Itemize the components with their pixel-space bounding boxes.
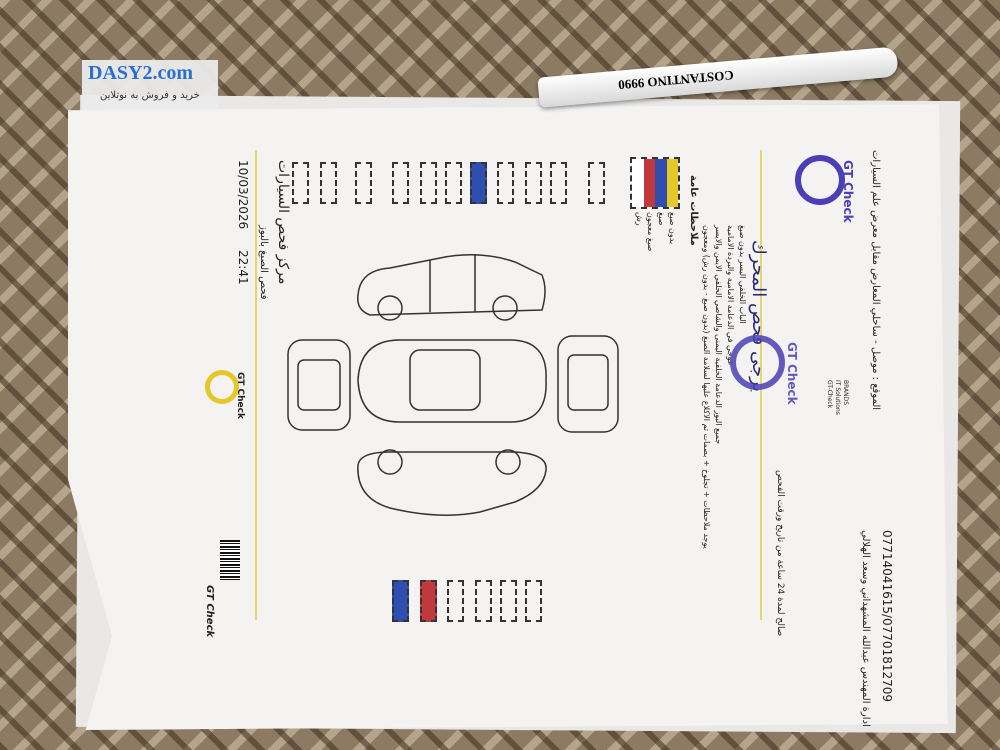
panel-box xyxy=(497,162,514,204)
stamp-top: GT Check xyxy=(795,150,855,223)
legend-swatch xyxy=(655,159,667,207)
management: ادارة المهندس عبدالله المشهداني وسعد اله… xyxy=(860,530,871,727)
panel-box xyxy=(320,162,337,204)
panel-box xyxy=(392,580,409,622)
panel-box xyxy=(420,162,437,204)
car-front-view xyxy=(287,339,351,431)
legend-label: رش xyxy=(635,212,644,226)
color-legend xyxy=(630,157,680,209)
gt-check-logo: GT Check xyxy=(205,370,249,419)
car-diagrams xyxy=(287,254,619,516)
panel-box xyxy=(550,162,567,204)
panel-box xyxy=(292,162,309,204)
car-top-view xyxy=(357,339,547,423)
panel-box xyxy=(447,580,464,622)
note-line: جميع البوز الدعامة الخلفية اليمنى والشاص… xyxy=(714,225,723,445)
note-line: الباب الخلفي اليسر بدون صبغ xyxy=(738,225,747,324)
brand-line: BRANDS xyxy=(842,380,849,406)
stamp-text: GT Check xyxy=(841,160,855,223)
doc-title: مركز فحص السيارات xyxy=(275,160,291,285)
watermark-brand: DASY2.com xyxy=(88,62,193,84)
doc-subtitle: فحص الصبغ بالبوز xyxy=(258,225,269,300)
validity-note: صالح لمدة 24 ساعة من تاريخ ورقت الفحص xyxy=(775,470,785,637)
legend-swatch xyxy=(643,159,655,207)
legend-label: صبغ معجون xyxy=(646,212,655,252)
watermark: DASY2.com خرید و فروش به نوتلاین xyxy=(82,60,218,110)
panel-box xyxy=(420,580,437,622)
doc-time: 22:41 xyxy=(236,250,250,285)
car-rear-view xyxy=(557,335,619,433)
panel-box xyxy=(525,580,542,622)
legend-label: بدون صبغ xyxy=(668,212,677,245)
panel-box xyxy=(392,162,409,204)
panel-box xyxy=(525,162,542,204)
car-side-view-top xyxy=(357,254,546,321)
panel-box xyxy=(355,162,372,204)
location: الموقع : موصل - ساحلي المعارض مقابل معرض… xyxy=(870,150,881,411)
brand-line: IT Solutions xyxy=(834,380,841,415)
divider-left xyxy=(255,150,257,620)
doc-date: 10/03/2026 xyxy=(236,160,250,230)
stamp-middle: GT Check xyxy=(725,330,805,405)
legend-label: صبغ xyxy=(657,212,666,226)
barcode xyxy=(220,540,240,580)
notes-title: ملاحظات عامة xyxy=(688,175,699,246)
note-line: يوجد ملاحظات + تجلوخ + بصمات تم الاكلاع … xyxy=(702,225,711,549)
pen-label: COSTANTINO 9990 xyxy=(617,67,735,93)
inspection-sheet xyxy=(68,104,948,730)
phone-numbers: 07714041615/07701812709 xyxy=(880,530,894,703)
panel-box xyxy=(475,580,492,622)
legend-swatch xyxy=(632,159,644,207)
panel-box xyxy=(500,580,517,622)
brand-line: GT-Check xyxy=(826,380,833,409)
legend-swatch xyxy=(666,159,678,207)
logo-text: GT Check xyxy=(235,372,245,419)
watermark-tagline: خرید و فروش به نوتلاین xyxy=(100,90,200,101)
panel-box xyxy=(588,162,605,204)
note-line: عوجي في الدعامة الامامية والبردة الامامي… xyxy=(726,225,735,366)
barcode-label: GT Check xyxy=(204,585,215,638)
panel-box xyxy=(445,162,462,204)
car-side-view-bottom xyxy=(357,449,547,516)
panel-box xyxy=(470,162,487,204)
stamp-text-2: GT Check xyxy=(785,342,799,405)
